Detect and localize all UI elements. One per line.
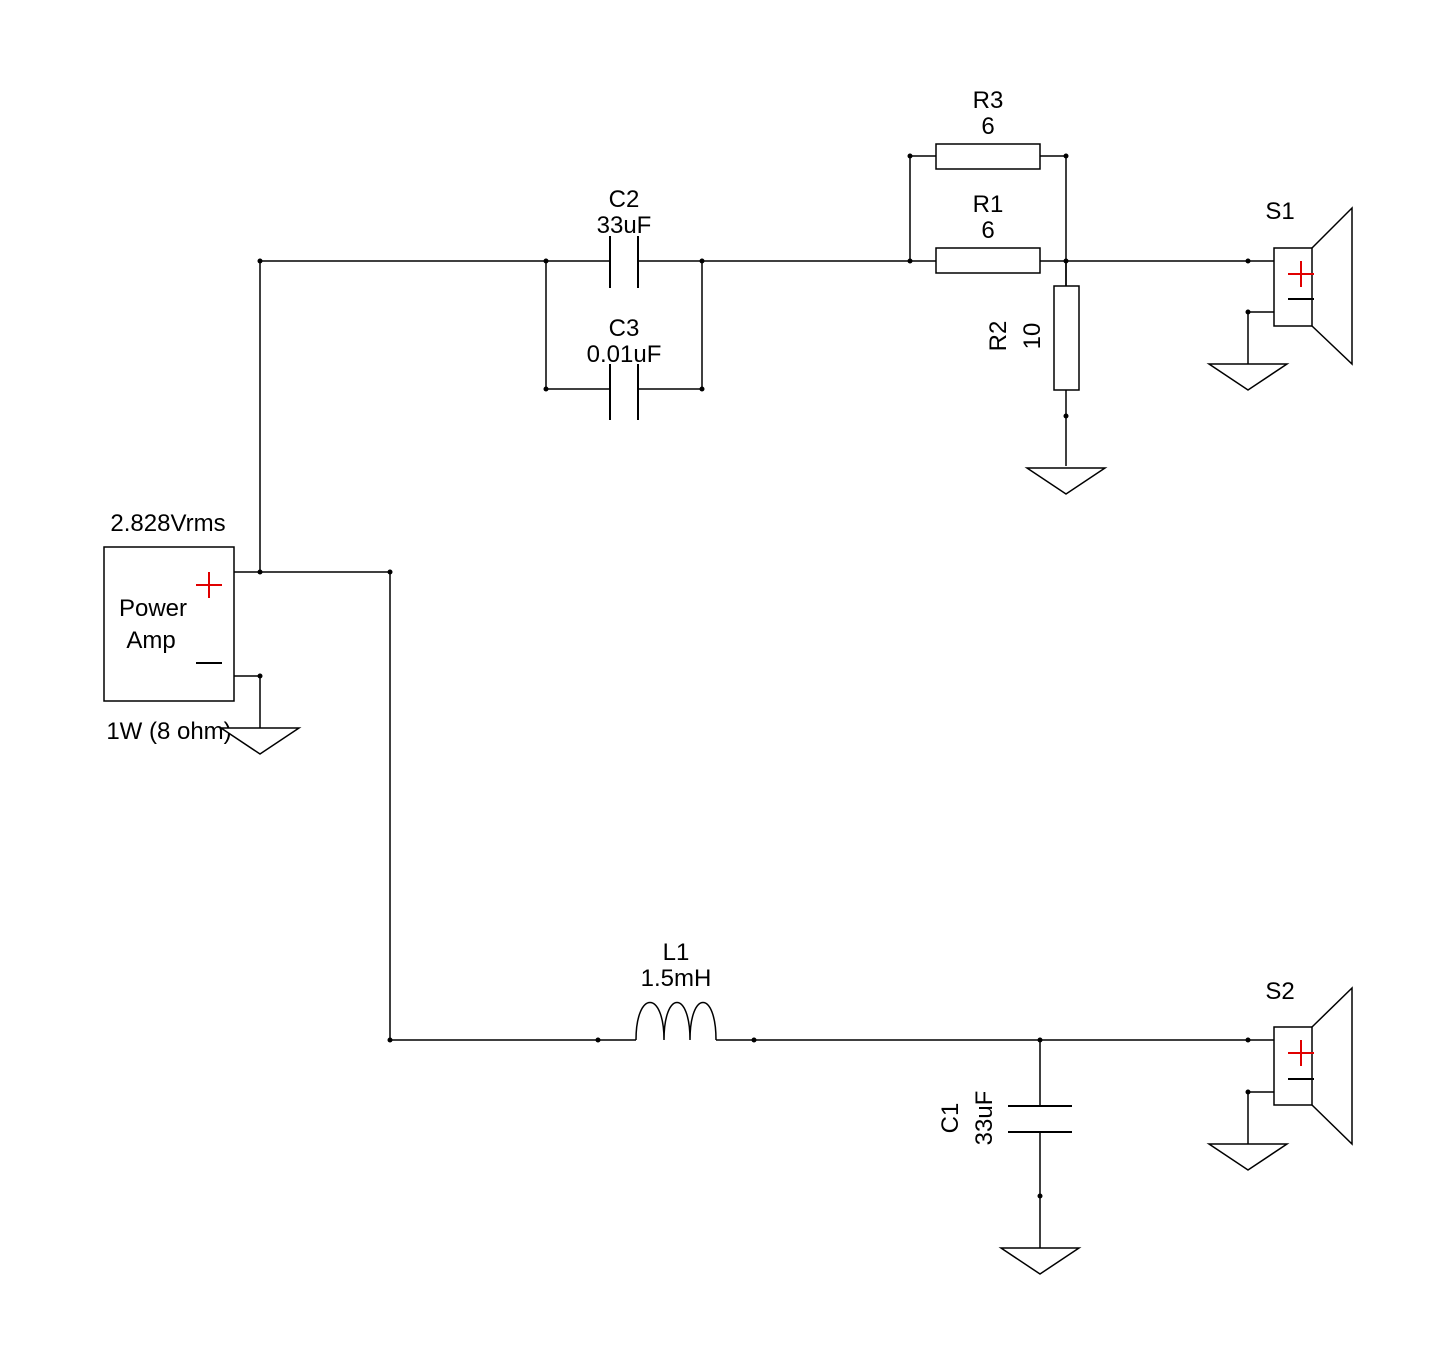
- inductor-l1: L1 1.5mH: [635, 939, 717, 1041]
- ground-icon: [1024, 467, 1108, 495]
- r2-ref-label: R2: [985, 321, 1012, 352]
- ground-amp: [218, 727, 302, 755]
- speaker-s2: S2: [1265, 978, 1353, 1146]
- resistor-r3: R3 6: [935, 87, 1041, 170]
- r2-value-label: 10: [1019, 323, 1046, 350]
- power-amp-source: Power Amp 2.828Vrms 1W (8 ohm): [103, 510, 235, 745]
- ground-r2: [1024, 467, 1108, 495]
- c2-ref-label: C2: [609, 186, 640, 213]
- ground-icon: [1206, 1143, 1290, 1171]
- amp-name-line2: Amp: [126, 627, 175, 654]
- amp-name-line1: Power: [119, 595, 187, 622]
- amp-voltage-label: 2.828Vrms: [110, 510, 225, 537]
- wires: [234, 155, 1274, 1248]
- c1-ref-label: C1: [937, 1103, 964, 1134]
- r1-value-label: 6: [981, 217, 994, 244]
- l1-ref-label: L1: [663, 939, 690, 966]
- ground-c1: [998, 1247, 1082, 1275]
- r3-ref-label: R3: [973, 87, 1004, 114]
- ground-s2: [1206, 1143, 1290, 1171]
- r1-ref-label: R1: [973, 191, 1004, 218]
- c1-value-label: 33uF: [971, 1091, 998, 1146]
- resistor-r2: R2 10: [985, 261, 1080, 391]
- l1-value-label: 1.5mH: [641, 965, 712, 992]
- capacitor-c2: C2 33uF: [597, 186, 652, 288]
- ground-icon: [998, 1247, 1082, 1275]
- capacitor-c1: C1 33uF: [937, 1091, 1072, 1146]
- s2-ref-label: S2: [1265, 978, 1294, 1005]
- ground-s1: [1206, 363, 1290, 391]
- capacitor-c3: C3 0.01uF: [587, 315, 662, 420]
- amp-power-label: 1W (8 ohm): [106, 718, 231, 745]
- resistor-r1: R1 6: [935, 191, 1041, 274]
- c2-value-label: 33uF: [597, 212, 652, 239]
- ground-icon: [1206, 363, 1290, 391]
- junction-dots: [257, 153, 1251, 1199]
- c3-ref-label: C3: [609, 315, 640, 342]
- r3-value-label: 6: [981, 113, 994, 140]
- c3-value-label: 0.01uF: [587, 341, 662, 368]
- speaker-s1: S1: [1265, 198, 1353, 366]
- s1-ref-label: S1: [1265, 198, 1294, 225]
- ground-icon: [218, 727, 302, 755]
